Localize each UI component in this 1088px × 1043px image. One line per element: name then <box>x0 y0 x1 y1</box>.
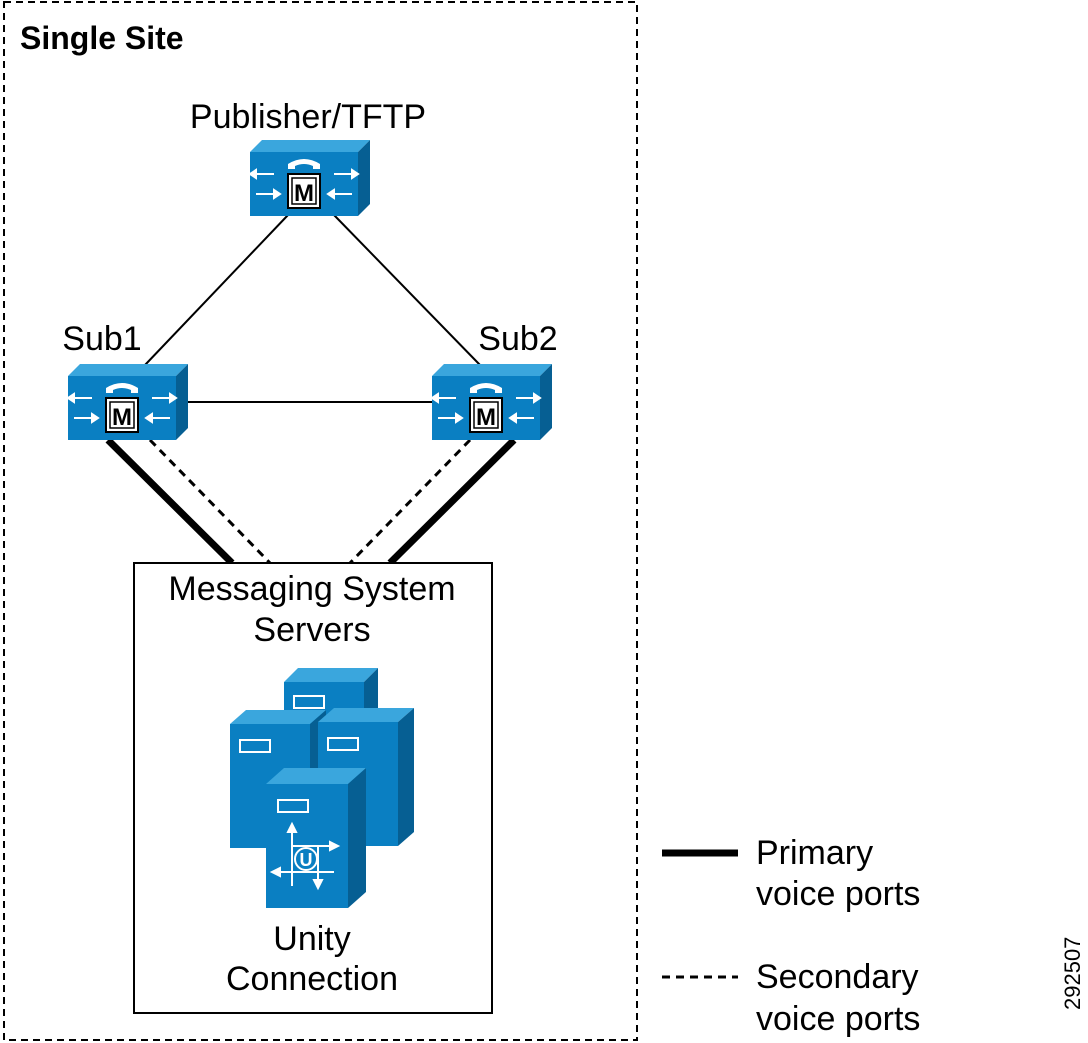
secondary-port-sub2 <box>348 438 472 565</box>
primary-port-sub2 <box>387 437 517 566</box>
messaging-title-line2: Servers <box>253 611 370 649</box>
server-stack-icon: U <box>230 668 414 908</box>
phone-icon <box>288 159 320 169</box>
arrow-icons <box>430 392 542 424</box>
legend-primary-line1: Primary <box>756 834 873 872</box>
figure-id: 292507 <box>1060 936 1085 1010</box>
sub2-node: M <box>430 364 552 440</box>
sub1-node: M <box>66 364 188 440</box>
unity-label-line1: Unity <box>273 920 350 958</box>
sub1-badge: M <box>112 404 132 431</box>
site-boundary <box>3 1 638 1041</box>
sub2-badge: M <box>476 404 496 431</box>
phone-icon <box>106 383 138 393</box>
arrow-icons <box>248 168 360 200</box>
secondary-port-sub1 <box>148 438 272 565</box>
legend-secondary-line2: voice ports <box>756 1000 920 1038</box>
unity-badge: U <box>300 850 313 870</box>
arrow-icons <box>66 392 178 424</box>
legend-primary-line2: voice ports <box>756 875 920 913</box>
link-publisher-sub2 <box>333 214 481 366</box>
sub1-label: Sub1 <box>62 320 141 358</box>
legend: Primary voice ports Secondary voice port… <box>662 834 920 1038</box>
site-title: Single Site <box>20 20 184 56</box>
primary-port-sub1 <box>105 437 235 566</box>
sub2-label: Sub2 <box>478 320 557 358</box>
publisher-node: M <box>248 140 370 216</box>
link-publisher-sub1 <box>144 214 289 366</box>
publisher-badge: M <box>294 180 314 207</box>
messaging-title-line1: Messaging System <box>168 570 455 608</box>
unity-connection-icon <box>269 821 341 891</box>
legend-secondary-line1: Secondary <box>756 958 919 996</box>
phone-icon <box>470 383 502 393</box>
publisher-label: Publisher/TFTP <box>190 98 426 136</box>
unity-label-line2: Connection <box>226 960 398 998</box>
